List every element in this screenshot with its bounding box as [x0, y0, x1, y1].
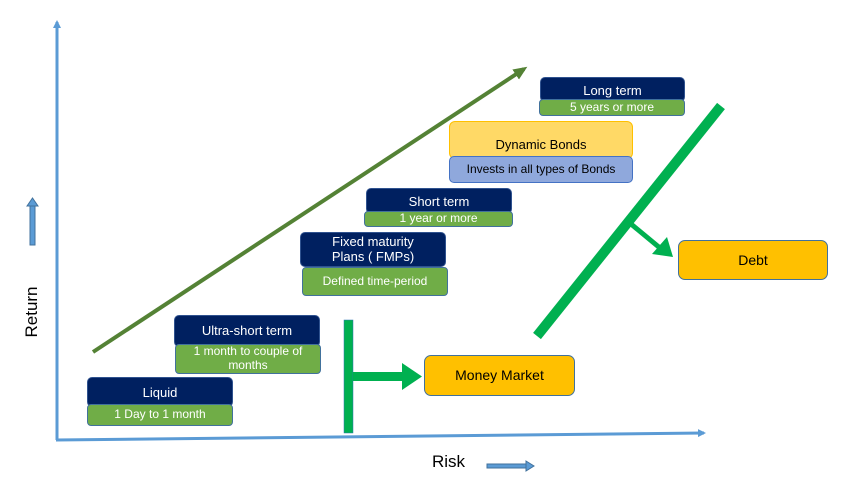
fund-long-term-duration: 5 years or more: [539, 99, 685, 116]
trend-arrow: [91, 66, 528, 354]
fund-short-term-header: Short term: [366, 188, 512, 214]
fund-fmp-header: Fixed maturity Plans ( FMPs): [300, 232, 446, 267]
category-debt: Debt: [678, 240, 828, 280]
category-money-market: Money Market: [424, 355, 575, 396]
y-axis-label: Return: [22, 286, 41, 338]
fund-short-term-duration: 1 year or more: [364, 211, 513, 227]
fund-fmp-duration: Defined time-period: [302, 267, 448, 296]
fund-dynamic-bonds-duration: Invests in all types of Bonds: [449, 156, 633, 183]
x-axis-label: Risk: [432, 452, 466, 471]
debt-connector: [533, 102, 725, 340]
money-market-connector: [343, 319, 422, 434]
fund-dynamic-bonds-header: Dynamic Bonds: [449, 121, 633, 159]
return-up-arrow-icon: [26, 197, 39, 246]
fund-liquid-header: Liquid: [87, 377, 233, 407]
fund-liquid-duration: 1 Day to 1 month: [87, 404, 233, 426]
fund-ultra-short-header: Ultra-short term: [174, 315, 320, 347]
x-axis: [55, 429, 706, 442]
risk-right-arrow-icon: [486, 460, 535, 472]
fund-ultra-short-duration: 1 month to couple of months: [175, 344, 321, 374]
